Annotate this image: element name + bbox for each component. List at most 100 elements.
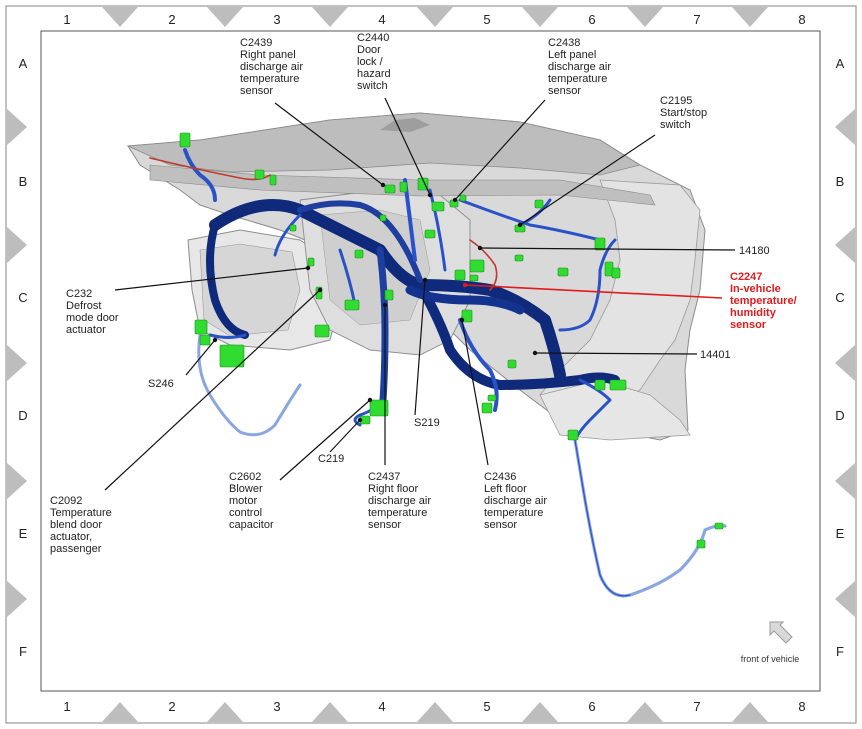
grid-chevron-bottom bbox=[312, 702, 348, 722]
callout-c2439-line: Right panel bbox=[240, 49, 296, 61]
callout-c2195-line: Start/stop bbox=[660, 107, 707, 119]
grid-row-left-D: D bbox=[18, 408, 27, 423]
grid-chevron-right bbox=[835, 109, 855, 145]
callout-c2439-line: sensor bbox=[240, 85, 273, 97]
grid-row-right-B: B bbox=[836, 174, 845, 189]
callout-c2439-line: C2439 bbox=[240, 37, 272, 49]
grid-row-right-F: F bbox=[836, 644, 844, 659]
callout-c2602-line: capacitor bbox=[229, 519, 274, 531]
grid-chevron-bottom bbox=[732, 702, 768, 722]
connector-3 bbox=[384, 184, 396, 194]
grid-row-left-F: F bbox=[19, 644, 27, 659]
callout-c219: C219 bbox=[318, 453, 344, 465]
callout-s246-line: S246 bbox=[148, 378, 174, 390]
leader-arrowheads bbox=[212, 182, 538, 423]
callout-c232-line: actuator bbox=[66, 324, 106, 336]
grid-chevron-right bbox=[835, 345, 855, 381]
connector-21 bbox=[354, 249, 364, 259]
connector-12 bbox=[594, 237, 606, 251]
callout-c2438-line: Left panel bbox=[548, 49, 596, 61]
callout-c2440-line: switch bbox=[357, 80, 388, 92]
grid-row-left-C: C bbox=[18, 290, 27, 305]
callout-c2247-line: sensor bbox=[730, 319, 767, 331]
grid-col-bottom-5: 5 bbox=[483, 699, 490, 714]
callout-w14401-line: 14401 bbox=[700, 349, 731, 361]
connector-5 bbox=[417, 177, 429, 191]
grid-chevron-top bbox=[522, 7, 558, 27]
connector-27 bbox=[369, 399, 389, 417]
grid-row-right-C: C bbox=[835, 290, 844, 305]
grid-col-top-3: 3 bbox=[273, 12, 280, 27]
callout-c2092-line: C2092 bbox=[50, 495, 82, 507]
connector-29 bbox=[481, 402, 493, 414]
connector-39 bbox=[514, 254, 524, 262]
callout-c2436-line: temperature bbox=[484, 507, 543, 519]
callout-c2436-line: C2436 bbox=[484, 471, 516, 483]
grid-col-bottom-6: 6 bbox=[588, 699, 595, 714]
grid-col-top-2: 2 bbox=[168, 12, 175, 27]
callout-c2092-line: passenger bbox=[50, 543, 102, 555]
grid-chevron-right bbox=[835, 463, 855, 499]
connectors bbox=[179, 132, 724, 549]
connector-25 bbox=[199, 334, 211, 346]
grid-chevron-top bbox=[207, 7, 243, 27]
callout-c2440-line: hazard bbox=[357, 68, 391, 80]
grid-chevron-left bbox=[7, 345, 27, 381]
connector-16 bbox=[454, 269, 466, 281]
grid-chevron-top bbox=[732, 7, 768, 27]
grid-chevron-bottom bbox=[522, 702, 558, 722]
front-of-vehicle-indicator: front of vehicle bbox=[741, 621, 799, 664]
grid-col-top-1: 1 bbox=[63, 12, 70, 27]
callout-c2438-line: sensor bbox=[548, 85, 581, 97]
callout-c2092-line: Temperature bbox=[50, 507, 112, 519]
grid-row-left-E: E bbox=[19, 526, 28, 541]
callout-c2437-line: sensor bbox=[368, 519, 401, 531]
connector-30 bbox=[487, 394, 497, 402]
connector-15 bbox=[469, 259, 485, 273]
callout-s219-line: S219 bbox=[414, 417, 440, 429]
callout-c2436-line: Left floor bbox=[484, 483, 527, 495]
grid-col-top-7: 7 bbox=[693, 12, 700, 27]
callout-c2439-line: temperature bbox=[240, 73, 299, 85]
callout-c2247-line: humidity bbox=[730, 307, 777, 319]
grid-row-right-E: E bbox=[836, 526, 845, 541]
grid-col-top-5: 5 bbox=[483, 12, 490, 27]
callout-c2602-line: Blower bbox=[229, 483, 263, 495]
callout-s219: S219 bbox=[414, 417, 440, 429]
callout-c2092-line: blend door bbox=[50, 519, 102, 531]
grid-col-top-8: 8 bbox=[798, 12, 805, 27]
connector-6 bbox=[431, 201, 445, 212]
grid-row-left-A: A bbox=[19, 56, 28, 71]
callout-c2247-line: temperature/ bbox=[730, 295, 797, 307]
callout-c2602-line: control bbox=[229, 507, 262, 519]
grid-chevrons bbox=[7, 7, 855, 722]
connector-8 bbox=[459, 194, 467, 202]
connector-14 bbox=[611, 267, 621, 279]
grid-chevron-left bbox=[7, 227, 27, 263]
connector-18 bbox=[384, 289, 394, 301]
grid-chevron-top bbox=[627, 7, 663, 27]
grid-col-bottom-3: 3 bbox=[273, 699, 280, 714]
wire-harness bbox=[149, 148, 727, 598]
connector-2 bbox=[269, 174, 277, 186]
callout-c219-line: C219 bbox=[318, 453, 344, 465]
grid-col-bottom-4: 4 bbox=[378, 699, 385, 714]
callout-c2436-line: discharge air bbox=[484, 495, 547, 507]
callout-c232-line: mode door bbox=[66, 312, 119, 324]
callout-c232-line: C232 bbox=[66, 288, 92, 300]
callout-c2440-line: C2440 bbox=[357, 32, 389, 44]
grid-chevron-left bbox=[7, 581, 27, 617]
callout-c2437-line: temperature bbox=[368, 507, 427, 519]
callout-c2436-line: sensor bbox=[484, 519, 517, 531]
grid-chevron-left bbox=[7, 109, 27, 145]
callout-w14180-line: 14180 bbox=[739, 245, 770, 257]
